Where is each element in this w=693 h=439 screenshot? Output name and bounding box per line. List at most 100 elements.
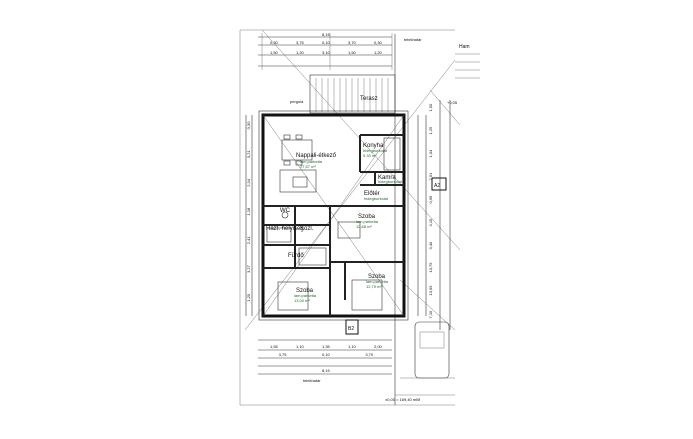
- dim-label: 7,15: [428, 310, 433, 319]
- room-konyha-sub: hidegburkolat: [363, 148, 388, 153]
- room-kamra: Kamra hidegburkolat: [378, 175, 403, 184]
- room-szoba-3: Szoba lam.parketta 13,00 m²: [294, 288, 317, 303]
- dim-label: 0,10: [322, 352, 331, 357]
- dim-label: 3,70: [348, 40, 357, 45]
- room-szoba2-name: Szoba: [368, 274, 386, 280]
- room-konyha-area: 9,33 m²: [363, 153, 377, 158]
- room-kamra-sub: hidegburkolat: [378, 179, 403, 184]
- room-szoba1-name: Szoba: [358, 214, 376, 220]
- dim-label: 0,30: [374, 40, 383, 45]
- outer-insulation: [258, 110, 409, 321]
- pergola-slats: [315, 78, 389, 112]
- dim-label: 1,25: [428, 126, 433, 135]
- dim-label: 0,30: [246, 121, 251, 130]
- dim-label: 3,70: [365, 352, 374, 357]
- kitchen-counter: [383, 137, 401, 171]
- diagonal-line-4: [399, 279, 456, 331]
- dim-label: 13,75: [428, 262, 433, 273]
- dim-label: 2,00: [374, 344, 383, 349]
- dim-label: 2,41: [246, 236, 251, 245]
- bottom-note: telekhatár: [303, 378, 321, 383]
- desk-bedroom-1: [337, 221, 361, 239]
- room-nappali-sub: lam.parketta: [300, 159, 323, 164]
- section-label-a2: A2: [434, 183, 440, 189]
- room-haztartasi-name: Házt. helyiség: [266, 226, 304, 232]
- dim-label: 8,15: [322, 368, 331, 373]
- utility-appliances: [266, 227, 292, 243]
- room-nappali-name: Nappali-étkező: [296, 153, 337, 159]
- room-wc-name: WC: [280, 208, 291, 214]
- dim-label: 13,95: [428, 285, 433, 296]
- room-szoba3-name: Szoba: [296, 288, 314, 294]
- outer-walls: [261, 113, 406, 318]
- room-nappali: Nappali-étkező lam.parketta 27,57 m²: [296, 153, 337, 169]
- dim-label: 3,40: [428, 241, 433, 250]
- right-dimension-lines: [417, 100, 451, 330]
- room-kozl-name: Közl.: [300, 226, 314, 232]
- dim-label: 0,10: [322, 40, 331, 45]
- room-konyha: Konyha hidegburkolat 9,33 m²: [363, 143, 388, 158]
- car-windshield: [419, 331, 445, 349]
- room-kamra-name: Kamra: [378, 175, 396, 181]
- dim-label: 4,15: [428, 218, 433, 227]
- dims-left: 0,30 3,21 2,34 1,18 2,41 3,27 1,20: [246, 121, 251, 302]
- dim-label: 3,21: [246, 150, 251, 159]
- interior-walls: [263, 134, 404, 316]
- dim-label: 1,10: [296, 344, 305, 349]
- bottom-dimension-lines: [258, 339, 392, 375]
- room-szoba-2: Szoba lam.parketta 12,79 m²: [366, 274, 389, 289]
- dim-label: 1,18: [246, 207, 251, 216]
- room-szoba-1: Szoba lam.parketta 12,68 m²: [356, 214, 379, 229]
- dim-label: 3,10: [322, 50, 331, 55]
- dim-label: 1,35: [322, 344, 331, 349]
- dining-table: [281, 134, 313, 166]
- room-eloter-name: Előtér: [364, 191, 380, 197]
- dim-label: 1,10: [348, 344, 357, 349]
- dims-bottom-row-1: 1,55 1,10 1,35 1,10 2,00: [270, 344, 383, 349]
- level-reference: ±0,00 = 169,40 mBf: [385, 397, 421, 402]
- top-dimension-lines: [258, 33, 393, 70]
- dims-bottom-row-3: 8,15: [322, 368, 331, 373]
- label-pergola: pergola: [290, 99, 304, 104]
- dim-label: 2,34: [246, 178, 251, 187]
- dim-label: 1,55: [270, 344, 279, 349]
- roof-hip-2: [262, 114, 405, 317]
- room-terasz-name: Terasz: [360, 96, 378, 102]
- section-marker-a2: [431, 177, 447, 191]
- room-eloter: Előtér hidegburkolat: [364, 191, 389, 201]
- terrace-area: [309, 74, 396, 114]
- room-furdo-name: Fürdő: [288, 253, 304, 259]
- dim-label: 1,50: [428, 103, 433, 112]
- bed-bedroom-2: [351, 279, 383, 311]
- dim-label: 1,20: [296, 50, 305, 55]
- bed-bedroom-3: [277, 281, 309, 311]
- wc-bowl: [281, 211, 289, 219]
- label-telekhatar: telekhatár: [404, 37, 422, 42]
- room-konyha-name: Konyha: [363, 143, 384, 149]
- dim-top-total: 8,15: [322, 32, 331, 37]
- section-label-b2: B2: [348, 326, 354, 332]
- dim-label: 3,27: [246, 264, 251, 273]
- room-szoba1-area: 12,68 m²: [356, 224, 372, 229]
- room-szoba1-sub: lam.parketta: [356, 219, 379, 224]
- room-szoba2-area: 12,79 m²: [366, 284, 382, 289]
- left-dimension-lines: [245, 115, 253, 316]
- room-szoba3-sub: lam.parketta: [294, 293, 317, 298]
- elevation-right: +0,05: [447, 100, 458, 105]
- bathtub: [298, 247, 327, 266]
- dim-label: 1,20: [374, 50, 383, 55]
- room-szoba2-sub: lam.parketta: [366, 279, 389, 284]
- dim-label: 1,20: [246, 293, 251, 302]
- dim-label: 1,50: [270, 50, 279, 55]
- dim-label: 2,51: [428, 172, 433, 181]
- dim-label: 1,04: [428, 149, 433, 158]
- section-marker-b2: [345, 319, 359, 335]
- sofa: [279, 169, 317, 193]
- dim-label: 0,30: [270, 40, 279, 45]
- dim-label: 3,75: [296, 40, 305, 45]
- room-nappali-area: 27,57 m²: [300, 164, 316, 169]
- room-szoba3-area: 13,00 m²: [294, 298, 310, 303]
- diagonal-line-3: [429, 89, 461, 126]
